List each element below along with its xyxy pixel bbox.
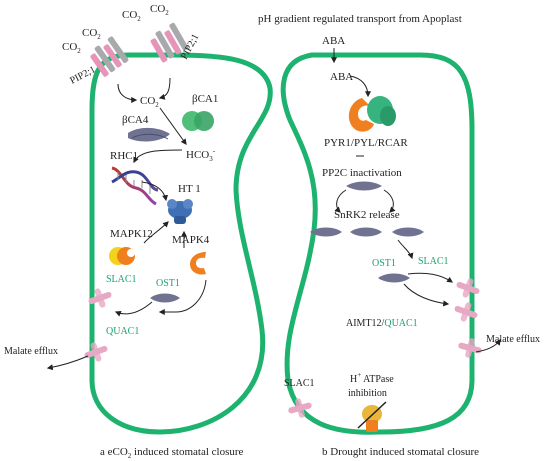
kinase-icon xyxy=(109,247,135,265)
pp2c-label: PP2C inactivation xyxy=(322,167,402,179)
caption-b: b Drought induced stomatal closure xyxy=(322,446,479,458)
ht1-kinase-icon xyxy=(167,199,193,224)
snrk2-label: SnRK2 release xyxy=(334,209,400,221)
arrow-pp2c-snrk2-b xyxy=(383,189,396,213)
arrow-ost1-slac1 xyxy=(114,301,153,317)
slac1-bottom-label: SLAC1 xyxy=(284,378,315,389)
arrow-hco3-rhc1 xyxy=(133,149,183,164)
ost1-right-label: OST1 xyxy=(372,258,396,269)
snrk2-icon xyxy=(378,273,410,283)
transporter-icon xyxy=(458,338,482,358)
right-guard-cell xyxy=(280,52,475,435)
snrk2-icon xyxy=(310,227,424,237)
slac1-right-label: SLAC1 xyxy=(418,256,449,267)
ht1-label: HT 1 xyxy=(178,183,201,195)
aba-mid-label: ABA xyxy=(330,71,353,83)
hco3-label: HCO3- xyxy=(186,147,216,163)
arrow-snrk2-ost1 xyxy=(397,239,414,260)
arrow-mapk4-ost1 xyxy=(158,279,207,315)
aquaporin-icon xyxy=(90,36,129,77)
kinase-icon xyxy=(190,252,206,275)
snrk2-icon xyxy=(150,293,180,303)
arrow-ost1-slac1-right xyxy=(407,272,453,283)
bca4-label: βCA4 xyxy=(122,114,149,126)
mapk12-label: MAPK12 xyxy=(110,228,153,240)
transporter-icon xyxy=(288,398,312,418)
bca1-label: βCA1 xyxy=(192,93,218,105)
inhibition-label: inhibition xyxy=(348,388,387,399)
transporter-icon xyxy=(88,288,112,308)
svg-text:CO2: CO2 xyxy=(82,27,101,41)
arrow-mapk12-ht1 xyxy=(143,221,169,244)
transporter-icon xyxy=(454,302,478,322)
atpase-icon xyxy=(357,401,387,432)
ph-gradient-label: pH gradient regulated transport from Apo… xyxy=(258,13,462,25)
slac1-left-label: SLAC1 xyxy=(106,274,137,285)
co2-labels: CO2 CO2 CO2 CO2 xyxy=(62,3,169,55)
malate-efflux-left: Malate efflux xyxy=(4,346,58,357)
carbonic-anhydrase-icon xyxy=(128,127,170,142)
transporter-icon xyxy=(456,278,480,298)
h-atpase-label: H+ ATPase xyxy=(350,371,394,385)
ost1-left-label: OST1 xyxy=(156,278,180,289)
rhc1-label: RHC1 xyxy=(110,150,138,162)
arrow-malate-left xyxy=(46,355,89,371)
arrow-co2-hco3 xyxy=(159,107,187,145)
snrk2-icon xyxy=(346,181,382,191)
arrow-pp2c-snrk2 xyxy=(334,189,347,213)
svg-text:CO2: CO2 xyxy=(122,9,141,23)
dna-icon xyxy=(111,166,159,206)
transporter-icon xyxy=(84,342,108,362)
aquaporin-icon xyxy=(150,22,189,63)
caption-a: a eCO2 induced stomatal closure xyxy=(100,446,244,460)
arrow-malate-right xyxy=(475,339,501,353)
quac1-left-label: QUAC1 xyxy=(106,326,139,337)
aba-top-label: ABA xyxy=(322,35,345,47)
arrow-co2-in-right xyxy=(158,77,171,100)
arrow-ost1-quac1-right xyxy=(403,283,450,307)
malate-efflux-right: Malate efflux xyxy=(486,334,540,345)
carbonic-anhydrase-icon xyxy=(182,111,214,131)
arrow-aba-receptor xyxy=(349,75,371,98)
receptor-label: PYR1/PYL/RCAR xyxy=(324,137,408,149)
arrow-co2-in-left xyxy=(117,83,138,103)
co2-inside-label: CO2 xyxy=(140,95,159,109)
svg-text:CO2: CO2 xyxy=(62,41,81,55)
aimt12-label: AIMT12/QUAC1 xyxy=(346,318,418,329)
svg-text:CO2: CO2 xyxy=(150,3,169,17)
arrow-rhc1-ht1 xyxy=(141,181,168,202)
receptor-icon xyxy=(348,96,396,132)
mapk4-label: MAPK4 xyxy=(172,234,210,246)
left-guard-cell xyxy=(89,52,273,435)
